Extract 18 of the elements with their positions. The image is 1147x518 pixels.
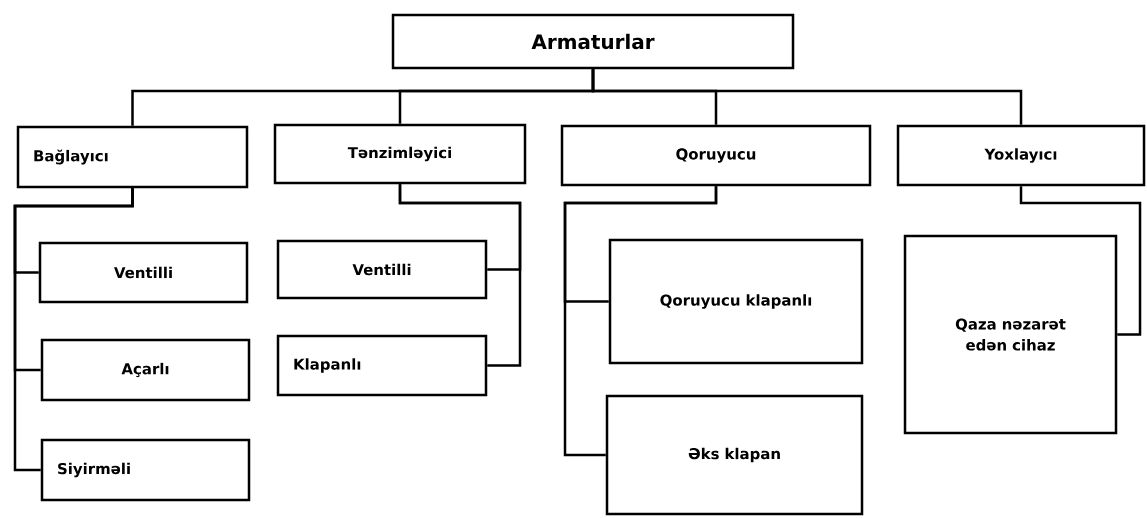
- category-box: Armaturlar: [391, 13, 795, 70]
- type-box: Siyirməli: [40, 438, 251, 502]
- connector-line: [398, 184, 522, 367]
- type-box: Qoruyucu klapanlı: [608, 238, 864, 365]
- category-box: Qoruyucu: [560, 124, 872, 187]
- connector-line: [1019, 186, 1142, 336]
- category-box: Yoxlayıcı: [896, 124, 1146, 187]
- connector-line: [563, 186, 718, 457]
- type-box: Ventilli: [276, 239, 488, 300]
- category-box: Bağlayıcı: [16, 125, 249, 189]
- connector-line: [591, 69, 1023, 125]
- type-box: Ventilli: [38, 241, 249, 304]
- connector-line: [13, 188, 134, 472]
- type-box: Əks klapan: [605, 394, 864, 516]
- type-box: Qaza nəzarət edən cihaz: [903, 234, 1118, 435]
- type-box: Klapanlı: [276, 334, 488, 397]
- type-box: Açarlı: [40, 338, 251, 402]
- category-box: Tənzimləyici: [273, 123, 527, 185]
